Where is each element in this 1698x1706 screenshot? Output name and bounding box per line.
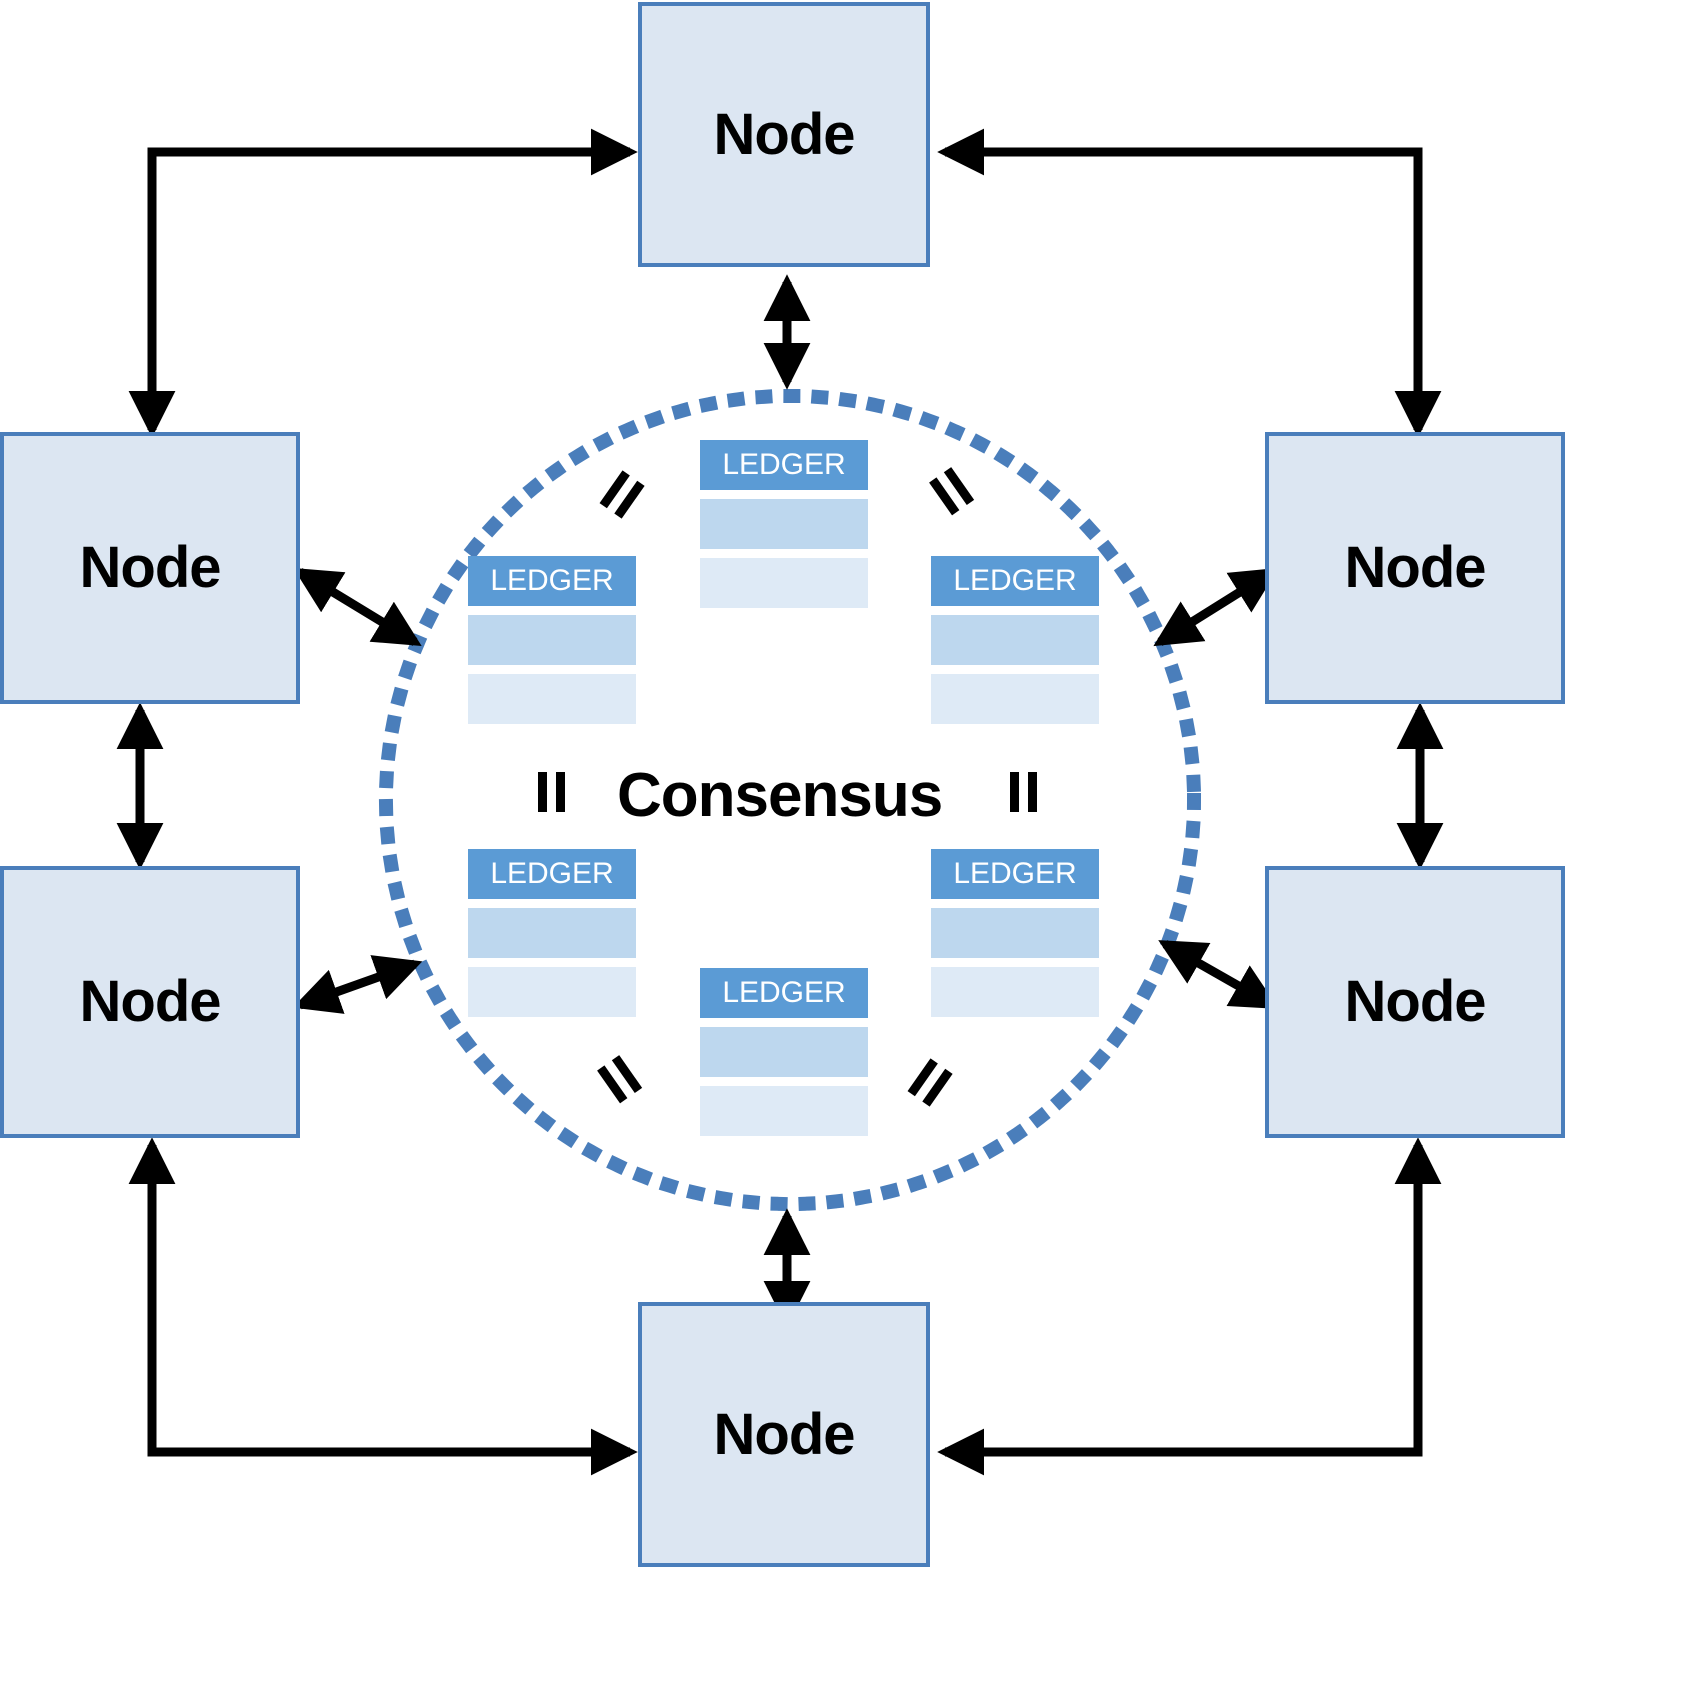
ledger-bottom-header: LEDGER	[700, 968, 868, 1018]
ledger-lower-right-row-1	[931, 908, 1099, 958]
consensus-label: Consensus	[617, 761, 943, 830]
ledger-lower-left-header: LEDGER	[468, 849, 636, 899]
ledger-upper-left[interactable]: LEDGER	[468, 556, 636, 724]
node-bottom-label: Node	[713, 1401, 856, 1467]
ledger-top-row-2	[700, 558, 868, 608]
ledger-top[interactable]: LEDGER	[700, 440, 868, 608]
ledger-bottom[interactable]: LEDGER	[700, 968, 868, 1136]
ledger-upper-right[interactable]: LEDGER	[931, 556, 1099, 724]
ledger-upper-right-header: LEDGER	[931, 556, 1099, 606]
connector-left-upper-node-to-center	[293, 567, 422, 647]
ledger-upper-left-row-2	[468, 674, 636, 724]
consensus-boundary-circle	[379, 389, 1201, 1211]
ledger-lower-left-row-1	[468, 908, 636, 958]
connector-right-upper-node-to-center	[1153, 567, 1279, 647]
node-left-lower-label: Node	[79, 969, 222, 1034]
node-right-lower-label: Node	[1344, 969, 1487, 1034]
node-left-upper[interactable]: Node	[0, 432, 300, 704]
connector-right-lower-node-to-center	[1158, 940, 1279, 1009]
ledger-lower-right-row-2	[931, 967, 1099, 1017]
connector-top-to-left-upper	[128, 128, 638, 438]
ledger-top-row-1	[700, 499, 868, 549]
ledger-bottom-row-2	[700, 1086, 868, 1136]
node-right-lower[interactable]: Node	[1265, 866, 1565, 1138]
node-bottom[interactable]: Node	[638, 1302, 930, 1567]
node-left-lower[interactable]: Node	[0, 866, 300, 1138]
ledger-top-header: LEDGER	[700, 440, 868, 490]
equals-mark-mid-left-icon	[528, 768, 572, 812]
ledger-upper-left-header: LEDGER	[468, 556, 636, 606]
connector-top-to-right-upper	[937, 128, 1442, 438]
connector-bottom-to-left-lower	[128, 1137, 638, 1476]
ledger-lower-left-row-2	[468, 967, 636, 1017]
ledger-upper-left-row-1	[468, 615, 636, 665]
node-top-label: Node	[713, 101, 856, 167]
ledger-bottom-row-1	[700, 1027, 868, 1077]
node-right-upper-label: Node	[1344, 535, 1487, 600]
ledger-upper-right-row-1	[931, 615, 1099, 665]
node-left-upper-label: Node	[79, 535, 222, 600]
ledger-lower-right-header: LEDGER	[931, 849, 1099, 899]
node-top[interactable]: Node	[638, 2, 930, 267]
ledger-lower-left[interactable]: LEDGER	[468, 849, 636, 1017]
connector-bottom-to-right-lower	[937, 1137, 1442, 1476]
ledger-lower-right[interactable]: LEDGER	[931, 849, 1099, 1017]
ledger-upper-right-row-2	[931, 674, 1099, 724]
equals-mark-mid-right-icon	[1000, 768, 1044, 812]
connector-left-lower-node-to-center	[292, 955, 423, 1014]
node-right-upper[interactable]: Node	[1265, 432, 1565, 704]
